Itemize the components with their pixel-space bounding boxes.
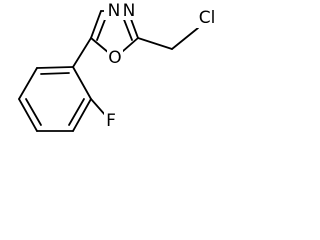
chemical-structure-diagram: N N O Cl F [18, 1, 221, 132]
atom-label-o1: O [108, 48, 121, 68]
bond-ph1-ph2 [36, 66, 74, 69]
bond-ph3-ph4 [18, 98, 38, 132]
bond-ph2-ph3 [18, 67, 38, 100]
chloromethyl-group [137, 27, 199, 50]
bond-ch2-cl [171, 27, 199, 50]
atom-label-f: F [106, 111, 116, 131]
bond-c2-phenyl [72, 37, 92, 68]
bond-n3-c2 [90, 10, 102, 39]
benzene-ring [18, 66, 92, 132]
atom-label-cl: Cl [199, 8, 216, 28]
bond-c5-n4-double [122, 16, 133, 41]
bond-c2-n3-double [96, 16, 107, 41]
bond-ph3-ph4-double [25, 98, 42, 126]
atom-labels: N N O Cl F [104, 1, 221, 131]
atom-label-n4: N [123, 1, 136, 21]
bond-ph5-ph6 [72, 98, 92, 132]
atom-label-n3: N [108, 1, 121, 21]
bond-ph1-ph2-double [40, 72, 70, 75]
bond-ph5-ph6-double [68, 98, 85, 126]
bond-ph6-f [90, 98, 107, 117]
bond-c5-ch2 [137, 37, 173, 50]
bond-ph6-ph1 [72, 66, 92, 100]
